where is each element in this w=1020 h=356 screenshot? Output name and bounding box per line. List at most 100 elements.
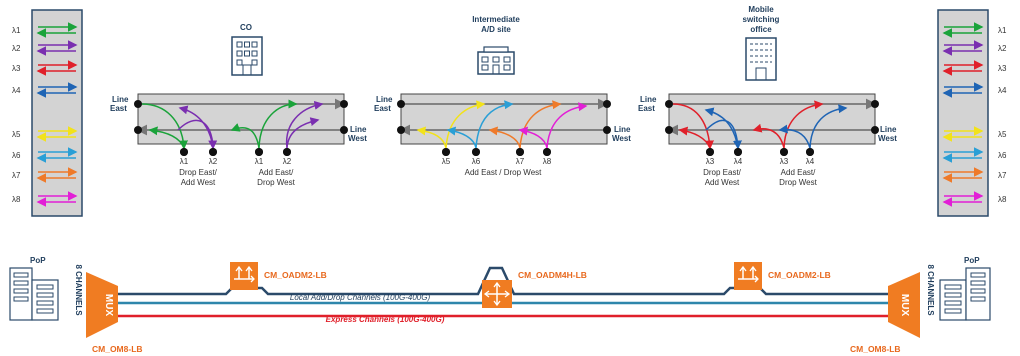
mso-title-line3: office	[750, 25, 772, 34]
co-oadm-box	[134, 93, 348, 156]
co-port-dot-5	[180, 148, 188, 156]
mid-west-top-dot	[603, 100, 611, 108]
mso-line-west-2: West	[878, 134, 897, 143]
mid-adddrop-curve-4	[546, 102, 588, 149]
pop-right-label: PoP	[964, 256, 980, 265]
mux-right-label: MUX	[899, 294, 910, 317]
mso-west-top-dot	[871, 100, 879, 108]
mux-left: MUX	[86, 272, 118, 338]
mso-lambda-4b: λ4	[806, 157, 815, 166]
intermediate-building-icon	[477, 46, 515, 75]
co-lambda-1b: λ1	[255, 157, 264, 166]
co-lambda-2a: λ2	[209, 157, 218, 166]
mso-lambda-3b: λ3	[780, 157, 789, 166]
mso-adddrop-curve-4	[809, 104, 848, 149]
mso-lambda-3a: λ3	[706, 157, 715, 166]
mid-adddrop-curve-8	[518, 126, 548, 149]
mso-caption-b-2: Drop West	[779, 178, 817, 187]
mso-port-dot-5	[706, 148, 714, 156]
mso-port-dot-7	[780, 148, 788, 156]
left-lambda-label-3: λ3	[12, 64, 21, 73]
co-port-dot-6	[209, 148, 217, 156]
mso-adddrop-curve-5	[678, 126, 711, 149]
mso-lambda-4a: λ4	[734, 157, 743, 166]
mso-caption-a-1: Drop East/	[703, 168, 742, 177]
oadm2-right-icon	[734, 262, 762, 290]
mso-port-dot-6	[734, 148, 742, 156]
mux-left-label: MUX	[103, 294, 114, 317]
mid-line-west-1: Line	[614, 125, 631, 134]
oadm4h-label: CM_OADM4H-LB	[518, 270, 587, 280]
co-adddrop-curve-7	[230, 123, 260, 149]
co-west-bottom-dot	[340, 126, 348, 134]
mid-adddrop-curve-1	[445, 100, 486, 149]
mid-port-dot-6	[472, 148, 480, 156]
mux-right: MUX	[888, 272, 920, 338]
mid-port-dot-7	[516, 148, 524, 156]
co-port-dot-7	[255, 148, 263, 156]
co-port-dot-8	[283, 148, 291, 156]
bottom-network: PoP 8 CHANNELS MUX CM_OM8-LB PoP 8 CHANN…	[9, 256, 991, 354]
co-line-west-2: West	[348, 134, 367, 143]
mso-title-line1: Mobile	[748, 5, 774, 14]
co-adddrop-curve-8	[285, 100, 324, 149]
mso-line-east-1: Line	[640, 95, 657, 104]
mso-caption-b-1: Add East/	[781, 168, 816, 177]
mid-east-bottom-dot	[397, 126, 405, 134]
co-caption-a-1: Drop East/	[179, 168, 218, 177]
mid-port-dot-5	[442, 148, 450, 156]
mid-adddrop-curve-6	[446, 126, 477, 149]
mid-adddrop-curve-7	[488, 126, 521, 149]
express-channels-text: Express Channels (100G-400G)	[326, 315, 445, 324]
mid-lambda-8: λ8	[543, 157, 552, 166]
co-caption-a-2: Add West	[181, 178, 216, 187]
co-caption-b-2: Drop West	[257, 178, 295, 187]
intermediate-title-line2: A/D site	[481, 25, 511, 34]
om8-left-label: CM_OM8-LB	[92, 344, 143, 354]
right-lambda-label-2: λ2	[998, 44, 1007, 53]
mid-line-east-2: East	[374, 104, 391, 113]
co-line-east-2: East	[110, 104, 127, 113]
channels-left-label: 8 CHANNELS	[74, 264, 83, 316]
left-lambda-label-1: λ1	[12, 26, 21, 35]
mid-adddrop-curve-5	[416, 126, 447, 149]
pop-left-label: PoP	[30, 256, 46, 265]
left-lambda-label-8: λ8	[12, 195, 21, 204]
mid-caption: Add East / Drop West	[465, 168, 543, 177]
co-lambda-1a: λ1	[180, 157, 189, 166]
mso-east-bottom-dot	[665, 126, 673, 134]
co-adddrop-curve-1	[141, 103, 188, 150]
co-adddrop-curve-6	[178, 105, 214, 149]
right-lambda-label-4: λ4	[998, 86, 1007, 95]
co-title: CO	[240, 23, 252, 32]
mid-lambda-7: λ7	[516, 157, 525, 166]
mso-oadm-box	[665, 93, 879, 156]
co-caption-b-1: Add East/	[259, 168, 294, 177]
mso-adddrop-curve-7	[752, 123, 785, 149]
mid-line-east-1: Line	[376, 95, 393, 104]
co-line-west-1: Line	[350, 125, 367, 134]
oadm4h-icon	[482, 280, 512, 308]
intermediate-oadm-box	[397, 93, 611, 156]
mso-adddrop-curve-6	[704, 107, 739, 149]
co-east-bottom-dot	[134, 126, 142, 134]
mso-adddrop-curve-8	[778, 124, 811, 149]
right-lambda-label-3: λ3	[998, 64, 1007, 73]
mso-port-dot-8	[806, 148, 814, 156]
left-lambda-label-2: λ2	[12, 44, 21, 53]
right-lambda-label-1: λ1	[998, 26, 1007, 35]
mso-adddrop-curve-1	[672, 103, 714, 150]
co-building-icon	[231, 36, 263, 76]
left-lambda-label-6: λ6	[12, 151, 21, 160]
right-lambda-label-6: λ6	[998, 151, 1007, 160]
oadm2-left-icon	[230, 262, 258, 290]
mso-title-line2: switching	[743, 15, 780, 24]
left-lambda-label-7: λ7	[12, 171, 21, 180]
right-lambda-label-8: λ8	[998, 195, 1007, 204]
co-east-top-dot	[134, 100, 142, 108]
mid-line-west-2: West	[612, 134, 631, 143]
co-adddrop-curve-3	[258, 99, 298, 149]
co-adddrop-curve-5	[148, 126, 185, 149]
